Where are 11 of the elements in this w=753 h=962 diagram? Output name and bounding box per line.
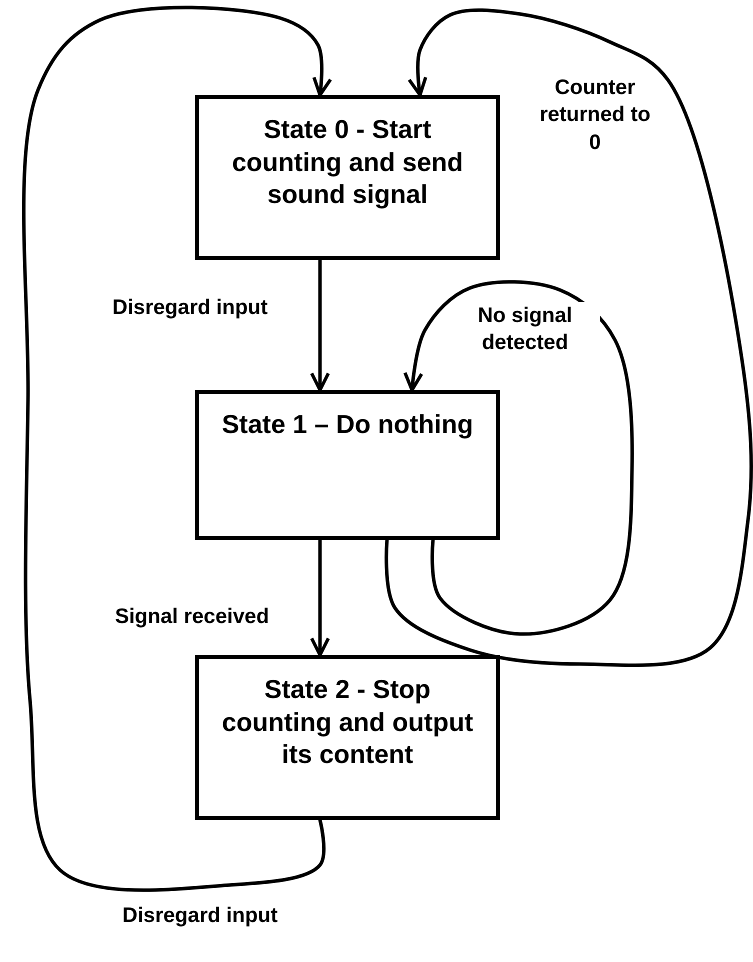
state-text: State 2 - Stop counting and output its content: [220, 673, 474, 770]
arrow: [22, 6, 332, 892]
arrow: [403, 280, 634, 636]
arrow: [384, 8, 753, 667]
state-text: State 0 - Start counting and send sound signal: [230, 113, 464, 210]
state-box: [195, 390, 500, 540]
state-box: [195, 655, 500, 820]
state-box: [195, 95, 500, 260]
arrow: [310, 258, 330, 392]
arrow: [310, 538, 330, 657]
state-text: State 1 – Do nothing: [222, 408, 474, 440]
